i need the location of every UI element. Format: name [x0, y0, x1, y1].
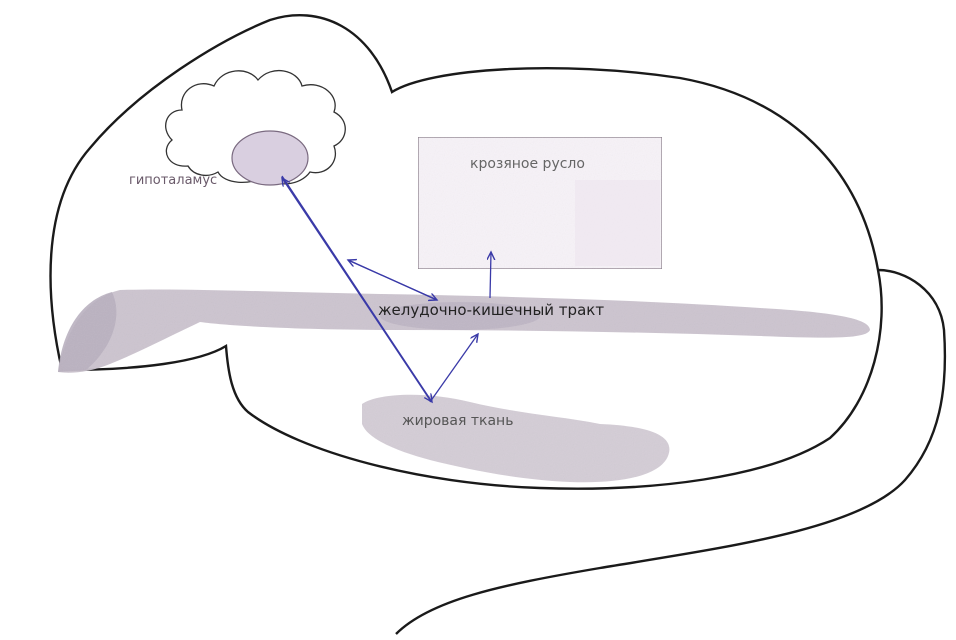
hypothalamus-label: гипоталамус	[129, 173, 217, 188]
gi-tract-label: желудочно-кишечный тракт	[378, 301, 604, 319]
bloodstream-label: крозяное русло	[470, 156, 585, 172]
hypothalamus-ellipse-icon	[232, 131, 308, 185]
bloodstream-shade	[575, 180, 660, 266]
adipose-label: жировая ткань	[402, 413, 513, 429]
